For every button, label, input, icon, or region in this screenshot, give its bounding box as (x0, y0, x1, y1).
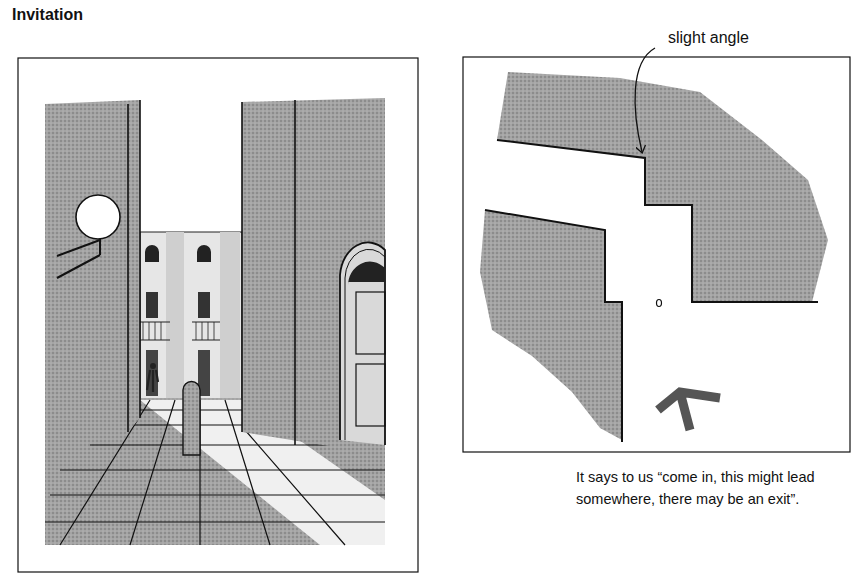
panel-title: Invitation (12, 6, 83, 24)
annotation-label: slight angle (666, 29, 751, 47)
caption-text: It says to us “come in, this might lead … (576, 466, 848, 510)
plan-view (463, 48, 850, 452)
street-sketch (18, 58, 418, 572)
